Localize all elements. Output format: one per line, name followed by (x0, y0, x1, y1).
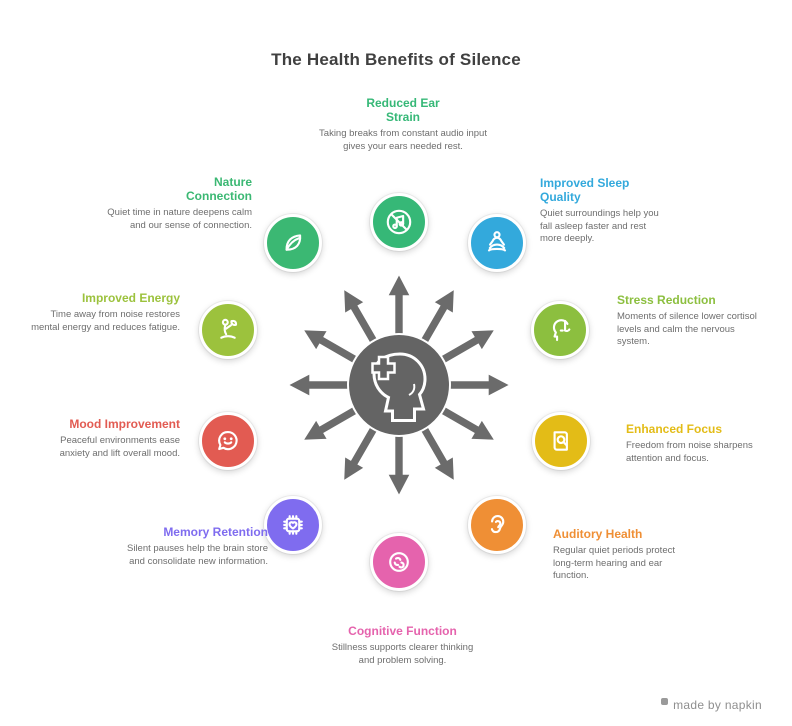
node-description: Quiet surroundings help you fall asleep … (540, 208, 659, 245)
node-label: Nature Connection Quiet time in nature d… (92, 175, 252, 232)
node-title: Auditory Health (553, 527, 643, 541)
node-circle-cognitive-function (370, 533, 428, 591)
node-description: Silent pauses help the brain store and c… (126, 543, 268, 567)
node-label: Improved Sleep Quality Quiet surrounding… (540, 176, 670, 246)
ear-icon (490, 515, 505, 534)
node-circle-improved-sleep-quality (468, 214, 526, 272)
node-description: Peaceful environments ease anxiety and l… (59, 435, 180, 459)
node-label: Reduced Ear Strain Taking breaks from co… (318, 96, 488, 153)
node-title: Nature Connection (186, 175, 252, 204)
node-description: Stillness supports clearer thinking and … (331, 642, 474, 666)
node-circle-reduced-ear-strain (370, 193, 428, 251)
node-title: Improved Sleep Quality (540, 176, 630, 205)
node-circle-nature-connection (264, 214, 322, 272)
node-title: Enhanced Focus (626, 422, 723, 436)
node-title: Mood Improvement (69, 417, 180, 431)
node-description: Regular quiet periods protect long-term … (553, 545, 675, 582)
node-title: Memory Retention (163, 525, 268, 539)
page-title: The Health Benefits of Silence (271, 50, 521, 69)
node-title: Reduced Ear Strain (366, 96, 440, 125)
node-circle-stress-reduction (531, 301, 589, 359)
chip-heart-icon (283, 515, 303, 535)
node-circle-enhanced-focus (532, 412, 590, 470)
node-description: Taking breaks from constant audio input … (319, 128, 487, 152)
node-label: Auditory Health Regular quiet periods pr… (553, 527, 688, 583)
node-label: Cognitive Function Stillness supports cl… (315, 624, 490, 667)
quiet-gesture-icon (552, 319, 571, 342)
leaf-icon (285, 234, 302, 251)
figure-leaf-icon (220, 318, 238, 339)
watermark-text: made by napkin (673, 698, 762, 712)
node-circle-improved-energy (199, 301, 257, 359)
node-label: Memory Retention Silent pauses help the … (118, 525, 268, 568)
node-circle-memory-retention (264, 496, 322, 554)
node-label: Improved Energy Time away from noise res… (30, 291, 180, 334)
node-description: Freedom from noise sharpens attention an… (626, 440, 753, 464)
node-description: Quiet time in nature deepens calm and ou… (107, 207, 252, 231)
head-with-cross-icon (371, 352, 427, 422)
node-label: Stress Reduction Moments of silence lowe… (617, 293, 762, 349)
chat-smile-icon (218, 430, 238, 451)
node-title: Stress Reduction (617, 293, 716, 307)
node-label: Mood Improvement Peaceful environments e… (30, 417, 180, 460)
watermark: made by napkin (661, 697, 762, 712)
node-circle-auditory-health (468, 496, 526, 554)
center-hub-graphic (286, 272, 512, 498)
brain-icon (389, 552, 409, 572)
node-title: Cognitive Function (348, 624, 457, 638)
node-circle-mood-improvement (199, 412, 257, 470)
node-description: Moments of silence lower cortisol levels… (617, 311, 757, 348)
meditation-icon (487, 231, 507, 252)
watermark-logo-icon (661, 697, 669, 705)
node-description: Time away from noise restores mental ene… (31, 309, 180, 333)
node-title: Improved Energy (81, 291, 180, 305)
book-magnifier-icon (553, 431, 568, 451)
muted-music-icon (386, 209, 412, 235)
node-label: Enhanced Focus Freedom from noise sharpe… (626, 422, 766, 465)
